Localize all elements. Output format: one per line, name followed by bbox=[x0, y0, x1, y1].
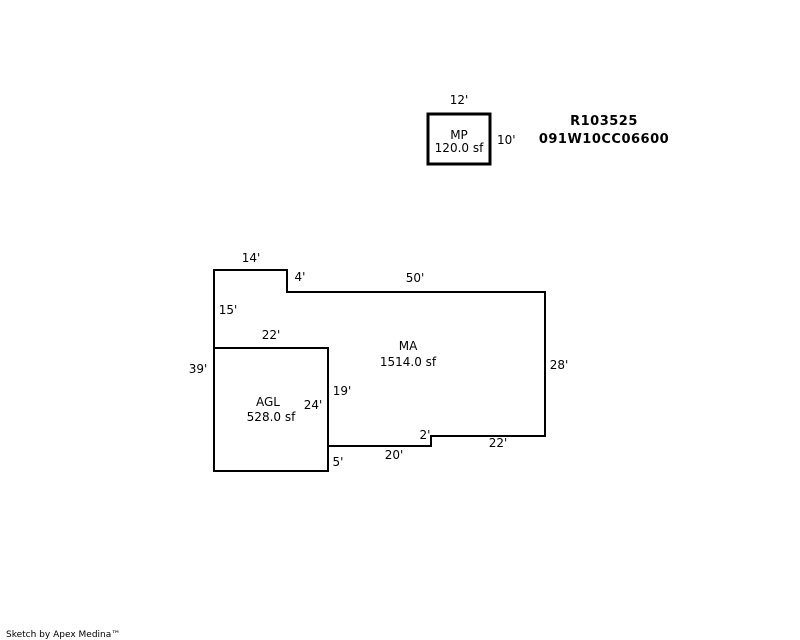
map-number-label: 091W10CC06600 bbox=[539, 132, 669, 147]
ma-left-total-dimension: 39' bbox=[189, 362, 208, 376]
ma-top-left-dimension: 14' bbox=[242, 251, 261, 265]
mp-code-label: MP bbox=[450, 128, 468, 142]
mp-area-label: 120.0 sf bbox=[435, 141, 484, 155]
ma-bottom-right-dimension: 22' bbox=[489, 436, 508, 450]
ma-step-dimension: 4' bbox=[295, 270, 306, 284]
agl-outline bbox=[213, 347, 329, 472]
ma-code-label: MA bbox=[399, 339, 418, 353]
ma-step-bottom-dimension: 2' bbox=[420, 428, 431, 442]
mp-right-dimension: 10' bbox=[497, 133, 516, 147]
ma-inner-vertical-dimension: 19' bbox=[333, 384, 352, 398]
record-id-label: R103525 bbox=[570, 114, 638, 129]
mp-outline bbox=[426, 112, 492, 166]
agl-top-dimension: 22' bbox=[262, 328, 281, 342]
mp-top-dimension: 12' bbox=[450, 93, 469, 107]
agl-bottom-step-dimension: 5' bbox=[333, 455, 344, 469]
sketch-credit: Sketch by Apex Medina™ bbox=[6, 630, 120, 640]
ma-top-dimension: 50' bbox=[406, 271, 425, 285]
ma-right-dimension: 28' bbox=[550, 358, 569, 372]
agl-code-label: AGL bbox=[256, 395, 280, 409]
ma-left-upper-dimension: 15' bbox=[219, 303, 238, 317]
agl-right-dimension: 24' bbox=[304, 398, 323, 412]
ma-bottom-left-dimension: 20' bbox=[385, 448, 404, 462]
agl-area-label: 528.0 sf bbox=[247, 410, 296, 424]
ma-outline bbox=[213, 269, 546, 447]
ma-area-label: 1514.0 sf bbox=[380, 355, 437, 369]
